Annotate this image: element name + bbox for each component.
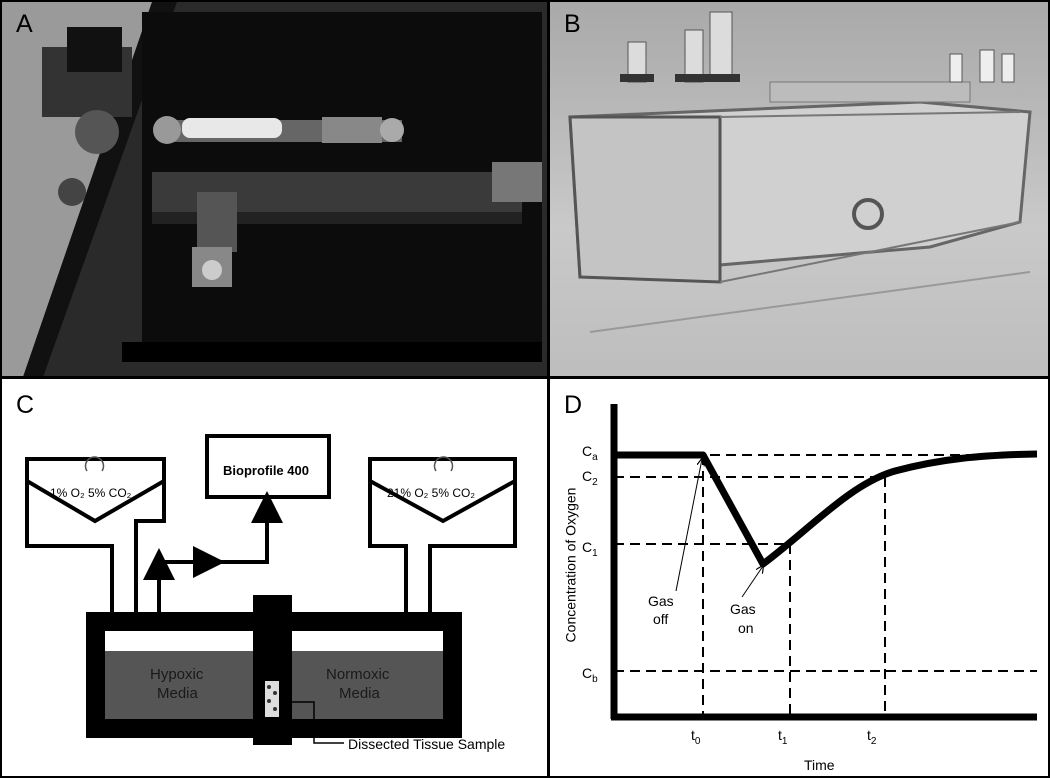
gas-on-label-line1: Gas: [730, 601, 756, 617]
hypoxic-label-line1: Hypoxic: [150, 666, 204, 683]
panel-d-letter: D: [564, 391, 583, 419]
gas-on-label-line2: on: [738, 620, 754, 636]
tick-c1: C1: [582, 539, 598, 559]
tissue-sample-label: Dissected Tissue Sample: [348, 736, 506, 752]
normoxic-label-line2: Media: [339, 685, 380, 702]
right-gas-label: 21% O₂ 5% CO₂: [387, 486, 476, 500]
panel-a-photo: A: [0, 0, 549, 378]
hypoxic-label-line2: Media: [157, 685, 198, 702]
normoxic-media-region: [292, 651, 443, 719]
tick-t1: t1: [778, 727, 788, 747]
normoxic-label-line1: Normoxic: [326, 666, 390, 683]
gas-off-pointer: [675, 459, 702, 592]
x-axis-label: Time: [804, 757, 835, 773]
gas-on-pointer: [741, 566, 763, 598]
tissue-holder: [253, 595, 292, 745]
left-gas-label: 1% O₂ 5% CO₂: [50, 486, 132, 500]
y-axis-label: Concentration of Oxygen: [562, 487, 579, 643]
chamber-photo: [550, 2, 1048, 376]
analyzer-label: Bioprofile 400: [223, 463, 309, 478]
panel-a-letter: A: [16, 10, 33, 38]
tick-t0: t0: [691, 727, 701, 747]
panel-d-plot: D Concentration of Oxygen Time Ca C2 C1 …: [548, 377, 1050, 778]
tick-cb: Cb: [582, 665, 598, 685]
tick-t2: t2: [867, 727, 877, 747]
tick-c2: C2: [582, 468, 598, 488]
panel-c-letter: C: [16, 391, 35, 419]
right-gas-source: [368, 457, 517, 524]
hypoxic-media-region: [105, 651, 253, 719]
panel-c-schematic: C 1% O₂ 5% CO₂ 21% O₂ 5% CO₂ Bioprofile …: [0, 377, 549, 778]
chamber-schematic: [25, 434, 517, 745]
panel-b-photo: B: [548, 0, 1050, 378]
panel-b-letter: B: [564, 10, 581, 38]
oxygen-plot: [610, 404, 1038, 721]
left-gas-source: [25, 457, 166, 524]
tick-ca: Ca: [582, 443, 598, 463]
concentration-curve: [616, 450, 1038, 568]
apparatus-photo: [2, 2, 547, 376]
gas-off-label-line2: off: [653, 611, 669, 627]
gas-off-label-line1: Gas: [648, 593, 674, 609]
